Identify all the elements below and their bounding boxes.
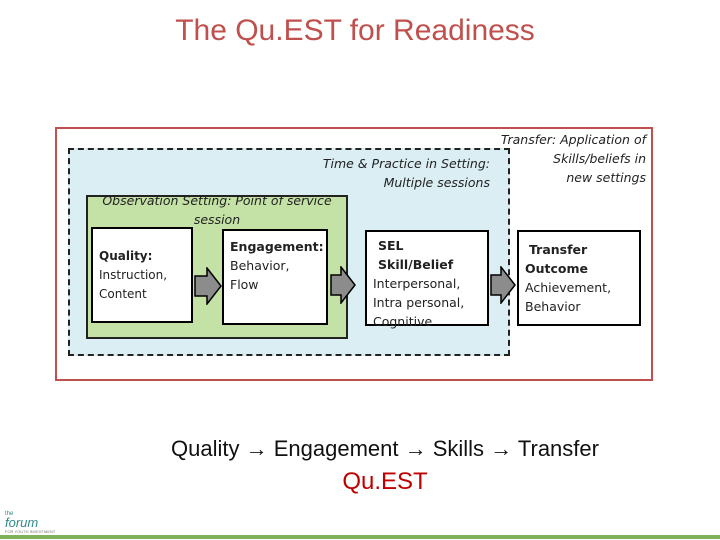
sel-line1: Interpersonal,	[373, 276, 461, 291]
quality-line1: Instruction,	[99, 268, 168, 282]
sel-head: SEL Skill/Belief	[378, 238, 454, 272]
engagement-line2: Flow	[230, 277, 259, 292]
arrow-engagement-sel-icon	[330, 266, 356, 304]
engagement-head: Engagement:	[230, 239, 324, 254]
transfer-head2: Outcome	[525, 261, 589, 276]
time-practice-line1: Time & Practice in Setting:	[322, 156, 490, 171]
transfer-setting-line2: Skills/beliefs in	[553, 151, 646, 166]
sel-skill-box: SEL Skill/Belief Interpersonal, Intra pe…	[365, 230, 489, 329]
arrow-quality-engagement-icon	[194, 267, 222, 305]
sel-line3: Cognitive	[373, 314, 433, 329]
arrow-sel-transfer-icon	[490, 266, 516, 304]
transfer-setting-line3: new settings	[566, 170, 646, 185]
transfer-setting-line1: Transfer: Application of	[500, 132, 646, 147]
sel-line2: Intra personal,	[373, 295, 465, 310]
transfer-setting-label: Transfer: Application of Skills/beliefs …	[501, 130, 646, 187]
quest-acronym: Qu.EST	[342, 468, 428, 495]
transfer-outcome-box: Transfer Outcome Achievement, Behavior	[517, 230, 641, 326]
quality-line2: Content	[99, 287, 147, 301]
forum-logo: the forum FOR YOUTH INVESTMENT	[5, 511, 55, 538]
observation-label: Observation Setting: Point of service se…	[86, 191, 348, 229]
engagement-line1: Behavior,	[230, 258, 290, 273]
logo-name: forum	[5, 515, 39, 530]
transfer-head1: Transfer	[529, 242, 588, 257]
quality-box: Quality: Instruction, Content	[91, 227, 193, 323]
observation-line1: Observation Setting: Point of service	[102, 193, 332, 208]
engagement-box: Engagement: Behavior, Flow	[222, 229, 328, 325]
page-title: The Qu.EST for Readiness	[175, 14, 535, 47]
transfer-line1: Achievement,	[525, 280, 612, 295]
quest-equation: Quality → Engagement → Skills → Transfer	[171, 436, 599, 461]
quality-head: Quality:	[99, 249, 153, 263]
logo-sub: FOR YOUTH INVESTMENT	[5, 529, 56, 534]
observation-line2: session	[193, 212, 241, 227]
time-practice-label: Time & Practice in Setting: Multiple ses…	[323, 154, 490, 192]
transfer-line2: Behavior	[525, 299, 581, 314]
time-practice-line2: Multiple sessions	[383, 175, 490, 190]
footer-divider	[0, 535, 720, 539]
logo-the: the	[5, 511, 14, 517]
